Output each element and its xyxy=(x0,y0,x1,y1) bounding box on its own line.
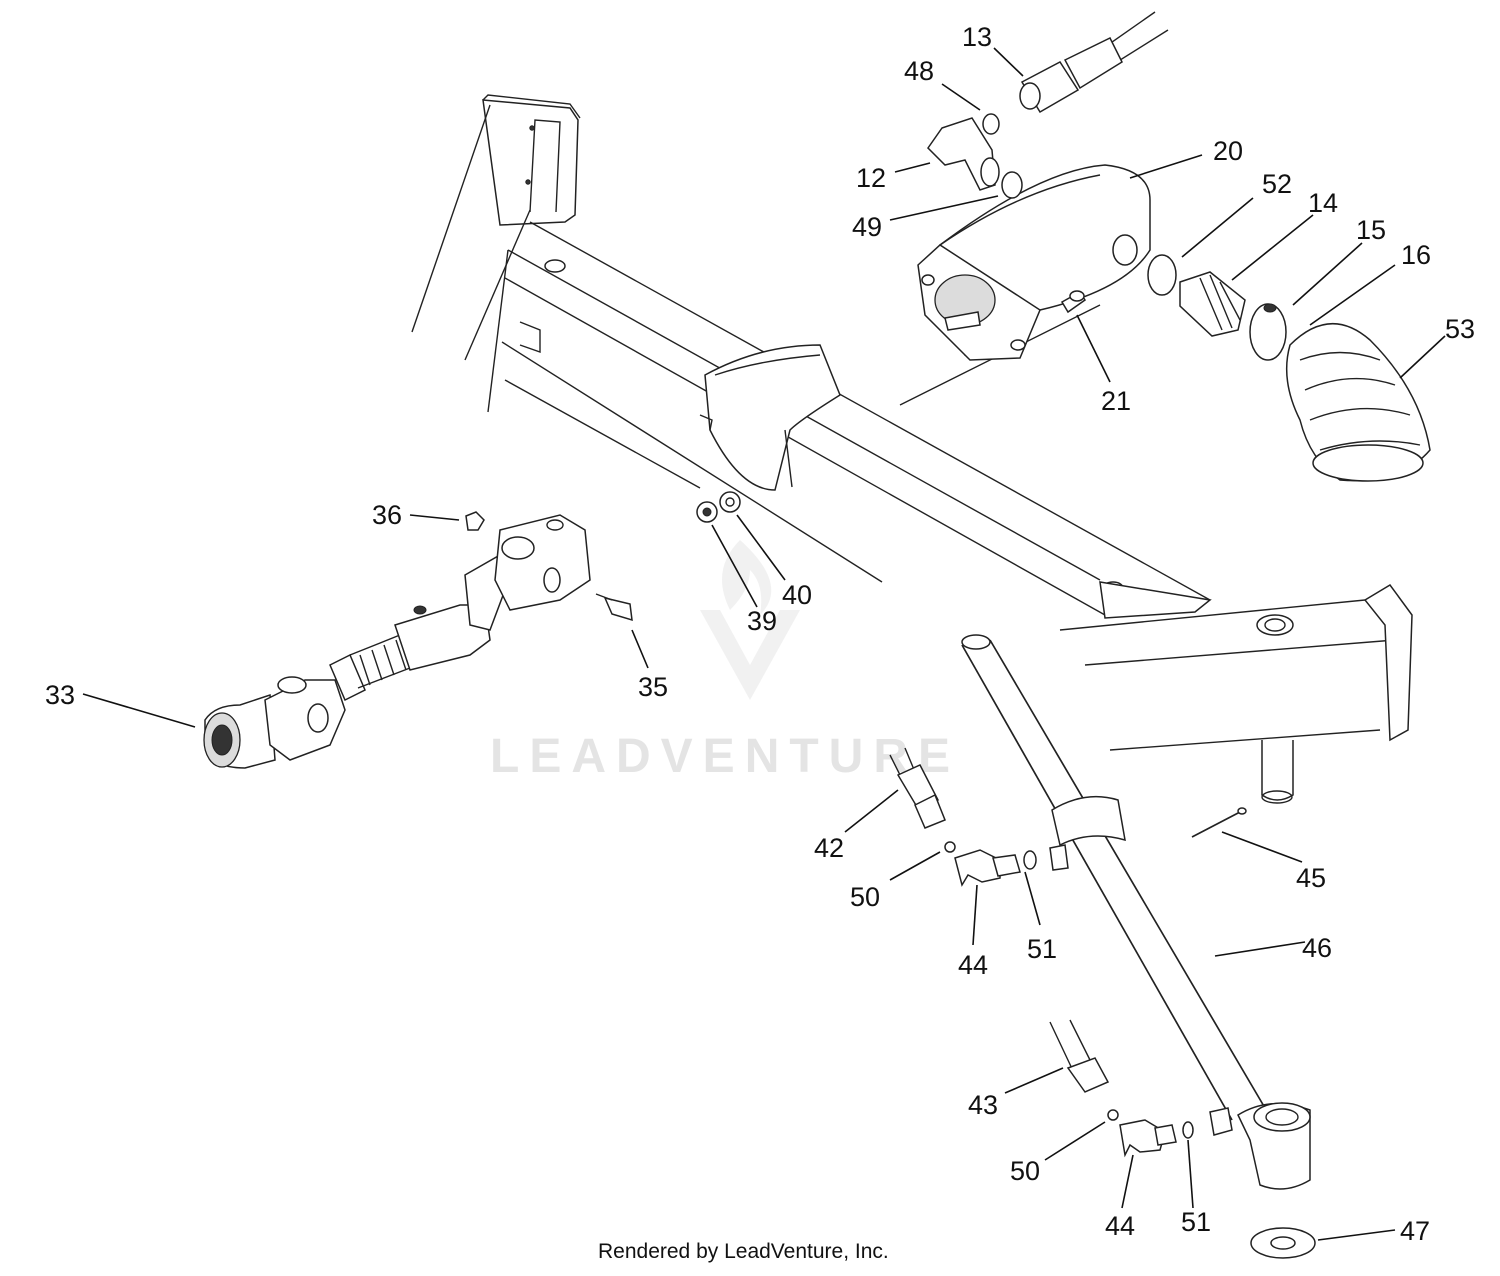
callout-15: 15 xyxy=(1356,215,1386,245)
callout-12: 12 xyxy=(856,163,886,193)
callout-20: 20 xyxy=(1213,136,1243,166)
callout-44-lower: 44 xyxy=(1105,1211,1135,1241)
watermark-text: LEADVENTURE xyxy=(490,730,960,783)
drive-shaft xyxy=(203,491,741,769)
callout-36: 36 xyxy=(372,500,402,530)
callout-44-upper: 44 xyxy=(958,950,988,980)
lower-fittings xyxy=(889,747,1316,1259)
upper-fittings xyxy=(927,11,1431,482)
main-frame xyxy=(411,94,1413,804)
callout-43: 43 xyxy=(968,1090,998,1120)
callout-49: 49 xyxy=(852,212,882,242)
callout-52: 52 xyxy=(1262,169,1292,199)
callout-50-lower: 50 xyxy=(1010,1156,1040,1186)
callout-51-lower: 51 xyxy=(1181,1207,1211,1237)
hydraulic-pump xyxy=(899,164,1151,406)
callout-40: 40 xyxy=(782,580,812,610)
callout-14: 14 xyxy=(1308,188,1338,218)
callout-50-upper: 50 xyxy=(850,882,880,912)
watermark: LEADVENTURE xyxy=(490,540,960,783)
callout-33: 33 xyxy=(45,680,75,710)
callout-53: 53 xyxy=(1445,314,1475,344)
callout-35: 35 xyxy=(638,672,668,702)
callout-42: 42 xyxy=(814,833,844,863)
axle-tube xyxy=(961,634,1311,1190)
callout-39: 39 xyxy=(747,606,777,636)
callout-46: 46 xyxy=(1302,933,1332,963)
callout-45: 45 xyxy=(1296,863,1326,893)
callout-51-upper: 51 xyxy=(1027,934,1057,964)
footer-credit: Rendered by LeadVenture, Inc. xyxy=(598,1240,889,1263)
callout-47: 47 xyxy=(1400,1216,1430,1246)
callout-21: 21 xyxy=(1101,386,1131,416)
callout-16: 16 xyxy=(1401,240,1431,270)
callout-13: 13 xyxy=(962,22,992,52)
leader-lines xyxy=(82,47,1446,1241)
watermark-logo-icon xyxy=(700,540,800,700)
callouts: 13 48 12 49 20 52 14 15 16 53 21 36 33 3… xyxy=(45,22,1475,1246)
callout-48: 48 xyxy=(904,56,934,86)
